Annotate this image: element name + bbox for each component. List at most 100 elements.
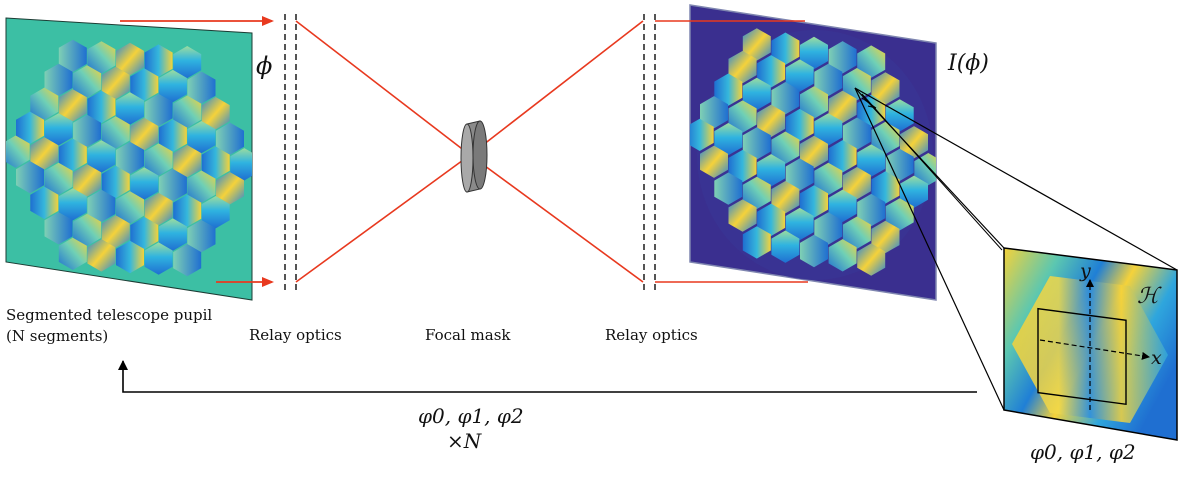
mirror-segment xyxy=(742,176,771,210)
feedback-coeffs-label: φ0, φ1, φ2 xyxy=(418,404,524,428)
mirror-segment xyxy=(842,216,871,249)
mirror-segment xyxy=(900,126,928,159)
mirror-segment xyxy=(58,237,87,270)
mirror-segment xyxy=(757,55,786,88)
mirror-segment xyxy=(771,82,800,115)
mirror-segment xyxy=(771,32,800,65)
mirror-segment xyxy=(800,234,828,268)
detector-plane xyxy=(689,4,937,301)
mirror-segment xyxy=(101,116,130,149)
mirror-segment xyxy=(857,193,886,227)
mirror-segment xyxy=(785,108,814,142)
beam-paths xyxy=(120,16,808,287)
mirror-segment xyxy=(116,141,144,175)
mirror-segment xyxy=(871,171,900,204)
mirror-segment xyxy=(144,192,173,226)
mirror-segment xyxy=(728,50,757,84)
mirror-segment xyxy=(158,119,187,152)
mirror-segment xyxy=(714,73,743,106)
axis-x-label: x xyxy=(1151,347,1162,369)
mirror-segment xyxy=(116,42,144,76)
feedback-loop xyxy=(118,360,977,393)
mirror-segment xyxy=(714,123,743,156)
mirror-segment xyxy=(857,94,886,128)
mirror-segment xyxy=(187,71,216,104)
mirror-segment xyxy=(914,153,936,186)
mirror-segment xyxy=(16,111,44,144)
mirror-segment xyxy=(814,212,843,245)
mirror-segment xyxy=(800,135,828,169)
mirror-segment xyxy=(173,194,202,227)
mirror-segment xyxy=(87,90,116,124)
mirror-segment xyxy=(16,161,44,194)
mirror-segment xyxy=(187,121,216,154)
mirror-segment xyxy=(187,220,216,253)
mirror-segment xyxy=(130,216,159,250)
mirror-segment xyxy=(44,162,73,195)
mirror-segment xyxy=(58,39,87,72)
mirror-segment xyxy=(144,143,173,176)
mirror-segment xyxy=(144,93,173,127)
pupil-label-line2: (N segments) xyxy=(6,327,108,345)
relay-optics-right xyxy=(643,14,656,290)
mirror-segment xyxy=(201,196,230,229)
mirror-segment xyxy=(87,239,116,272)
axis-y-label: y xyxy=(1079,260,1091,282)
mirror-segment xyxy=(771,230,800,263)
mirror-segment xyxy=(714,172,743,205)
relay-optics-left-label: Relay optics xyxy=(249,326,342,344)
zoom-lines xyxy=(854,87,1178,411)
mirror-segment xyxy=(842,167,871,200)
mirror-segment xyxy=(857,45,886,78)
mirror-segment xyxy=(101,165,130,199)
mirror-segment xyxy=(30,186,59,219)
mirror-segment xyxy=(158,69,187,103)
mirror-segment xyxy=(700,96,728,129)
mirror-segment xyxy=(728,149,757,183)
mirror-segment xyxy=(842,117,871,150)
mirror-segment xyxy=(728,199,757,232)
mirror-segment xyxy=(6,135,30,168)
mirror-segment xyxy=(101,66,130,100)
pupil-label-line1: Segmented telescope pupil xyxy=(6,306,212,324)
mirror-segment xyxy=(87,189,116,223)
mirror-segment xyxy=(173,145,202,178)
mirror-segment xyxy=(116,240,144,274)
mirror-segment xyxy=(814,63,843,97)
mirror-segment xyxy=(814,113,843,146)
mirror-segment xyxy=(144,44,173,77)
mirror-segment xyxy=(728,100,757,133)
mirror-segment xyxy=(201,146,230,179)
mirror-segment xyxy=(828,41,857,74)
mirror-segment xyxy=(771,181,800,214)
times-n-label: ×N xyxy=(447,429,483,453)
mirror-segment xyxy=(201,97,230,130)
mirror-segment xyxy=(842,68,871,101)
mirror-segment xyxy=(216,122,244,155)
mirror-segment xyxy=(742,77,771,111)
mirror-segment xyxy=(130,167,159,200)
mirror-segment xyxy=(700,145,728,178)
mirror-segment xyxy=(857,243,886,276)
pupil-plane xyxy=(5,17,253,301)
mirror-segment xyxy=(30,87,59,120)
mirror-segment xyxy=(800,185,828,218)
mirror-segment xyxy=(58,138,87,171)
mirror-segment xyxy=(742,127,771,160)
mirror-segment xyxy=(187,170,216,203)
mirror-segment xyxy=(857,144,886,177)
mirror-segment xyxy=(785,158,814,191)
mirror-segment xyxy=(885,198,914,231)
mirror-segment xyxy=(871,72,900,105)
mirror-segment xyxy=(130,68,159,101)
mirror-segment xyxy=(158,218,187,251)
mirror-segment xyxy=(101,215,130,248)
focal-mask-label: Focal mask xyxy=(425,326,511,344)
mirror-segment xyxy=(44,63,73,96)
mirror-segment xyxy=(44,212,73,245)
x-axis xyxy=(1039,339,1150,360)
intensity-label: I(ϕ) xyxy=(947,51,989,76)
mirror-segment xyxy=(885,148,914,181)
mirror-segment xyxy=(885,99,914,132)
